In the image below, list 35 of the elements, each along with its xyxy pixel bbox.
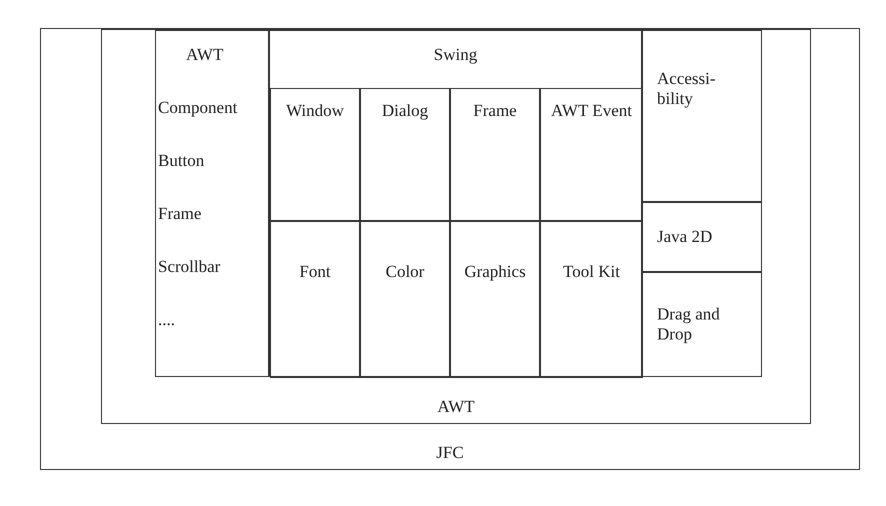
box-label: Tool Kit	[562, 262, 621, 282]
box-label: Font	[298, 262, 332, 282]
list-item: ....	[158, 310, 175, 330]
cell-box	[540, 221, 643, 378]
list-item: Button	[158, 151, 204, 172]
box-label: Graphics	[463, 262, 527, 282]
cell-box	[270, 88, 360, 221]
box-label: Color	[384, 262, 426, 282]
column-box	[155, 30, 269, 377]
box-label: Java 2D	[657, 226, 714, 248]
cell-box	[642, 272, 762, 377]
cell-box	[270, 221, 360, 378]
cell-box	[360, 221, 450, 378]
cell-box	[360, 88, 450, 221]
box-label: Window	[285, 101, 345, 122]
box-label: Accessi-bility	[657, 69, 717, 110]
box-label: Frame	[472, 101, 518, 122]
cell-box	[450, 88, 540, 221]
layer-box	[101, 29, 811, 424]
column-heading: AWT	[186, 45, 224, 66]
cell-box	[642, 30, 762, 202]
layer-label: Swing	[432, 45, 478, 66]
layer-box	[269, 30, 642, 377]
layer-label: JFC	[435, 443, 465, 464]
list-item: Component	[158, 98, 238, 118]
list-item: Frame	[158, 204, 202, 224]
box-label: Drag and Drop	[657, 304, 721, 345]
cell-box	[450, 221, 540, 378]
cell-box	[540, 88, 643, 221]
cell-box	[642, 202, 762, 272]
list-item: Scrollbar	[158, 257, 220, 278]
layer-label: AWT	[436, 397, 476, 418]
box-label: Dialog	[380, 101, 430, 122]
box-label: AWT Event	[550, 101, 633, 122]
outer-frame	[40, 28, 860, 470]
